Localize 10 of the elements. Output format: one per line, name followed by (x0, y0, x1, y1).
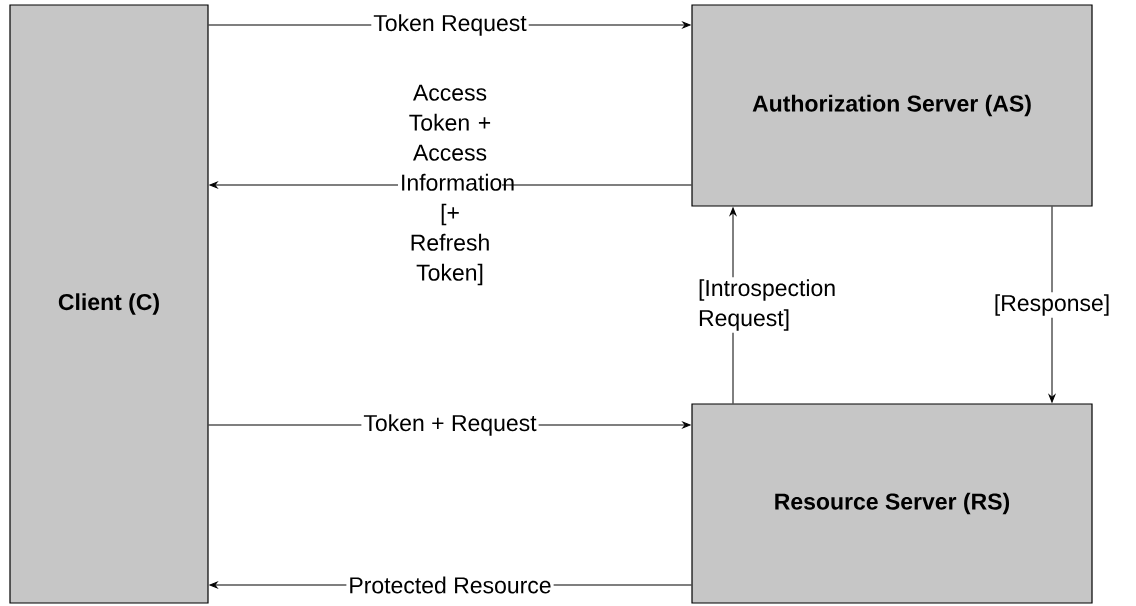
edge-label: [Introspection Request] (696, 277, 835, 333)
server-box: Authorization Server (AS) (691, 4, 1093, 207)
edge-label: Access Token + Access Information [+ Refresh Token] (398, 82, 514, 288)
edge-label: Protected Resource (346, 574, 554, 596)
edge-label: Token Request (371, 12, 529, 38)
server-box: Client (C) (9, 4, 209, 604)
server-box: Resource Server (RS) (691, 403, 1093, 604)
edge-label: [Response] (991, 292, 1113, 318)
arrow (1048, 206, 1056, 403)
edge-label: Token + Request (361, 412, 539, 438)
